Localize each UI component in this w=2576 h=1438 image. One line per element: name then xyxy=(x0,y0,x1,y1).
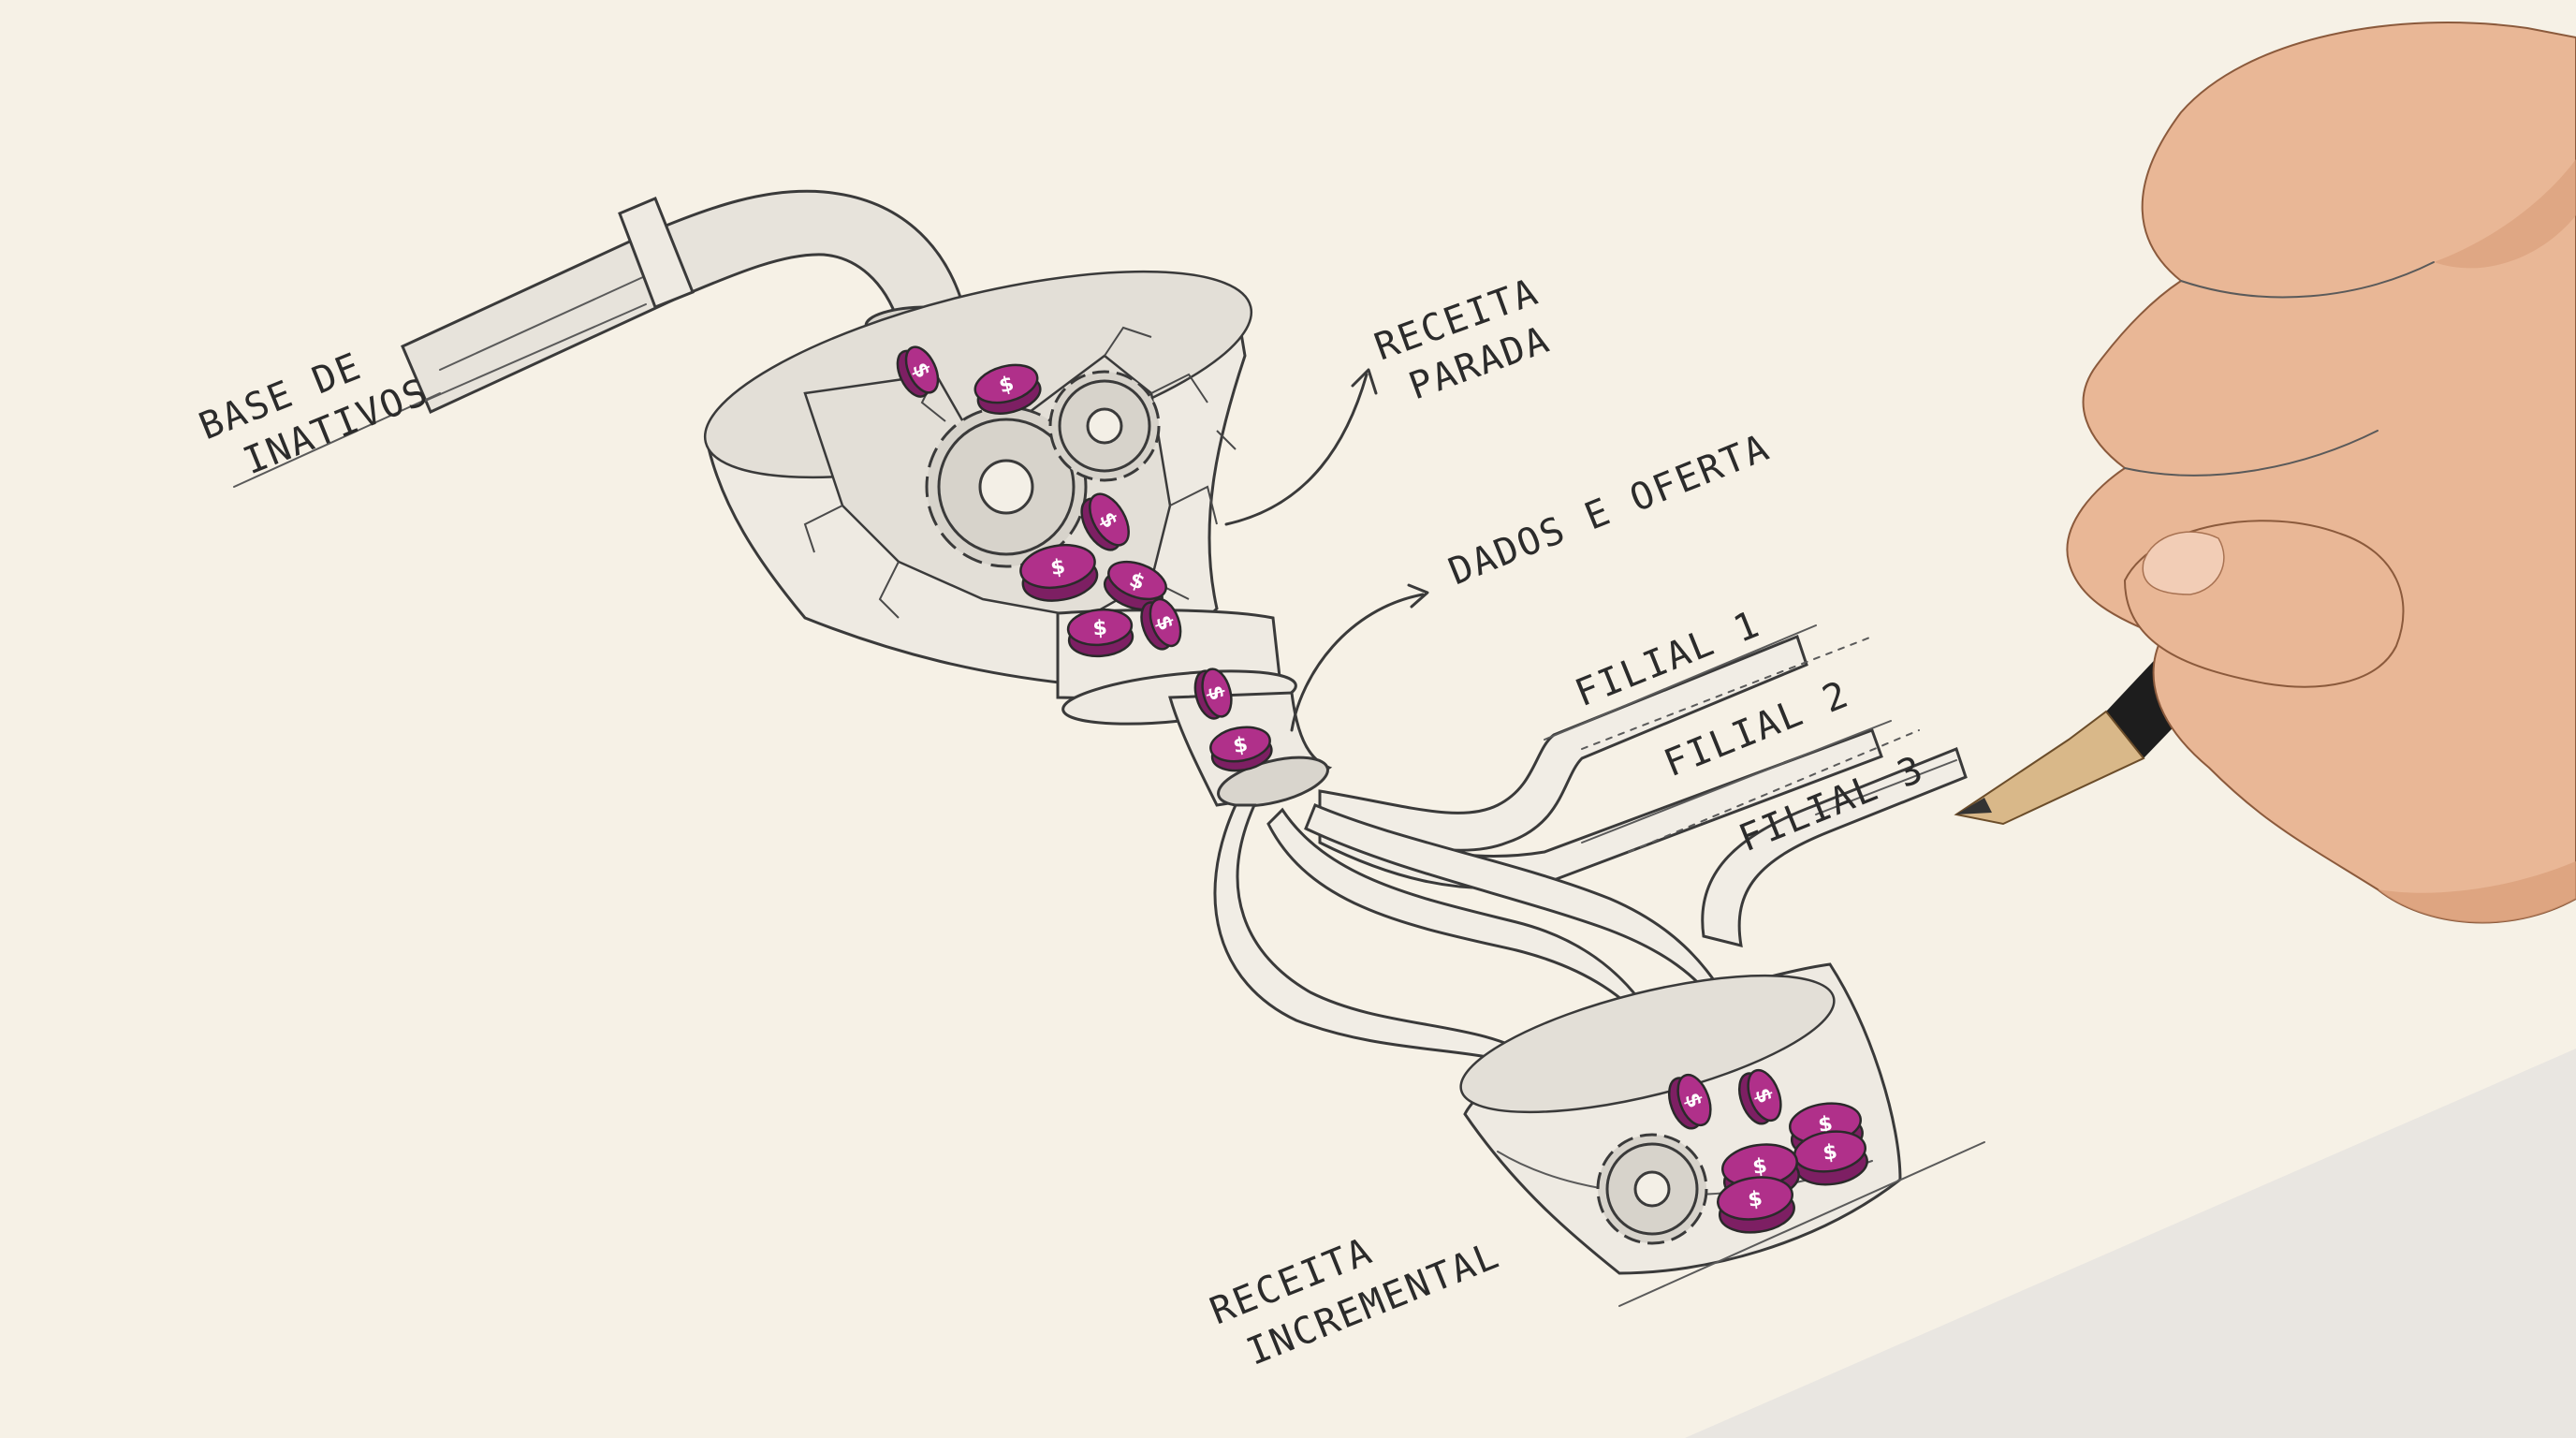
svg-text:$: $ xyxy=(1751,1154,1769,1180)
gear-icon xyxy=(1596,1133,1708,1245)
desk-surface xyxy=(1685,1049,2576,1438)
dollar-coin-icon: $ xyxy=(1193,668,1233,720)
dollar-coin-icon: $ xyxy=(973,363,1042,415)
svg-text:$: $ xyxy=(1091,616,1107,640)
svg-text:$: $ xyxy=(1049,555,1067,580)
dollar-coin-icon: $ xyxy=(1717,1176,1795,1234)
gear-icon xyxy=(1048,370,1161,482)
label-dados-e-oferta: DADOS E OFERTA xyxy=(1443,426,1777,594)
bowl-coins: $$$$$$ xyxy=(1668,1068,1868,1234)
svg-text:$: $ xyxy=(1747,1187,1764,1212)
dollar-coin-icon: $ xyxy=(1793,1130,1868,1186)
funnel-coins: $$$$$$$$$ xyxy=(896,345,1273,772)
label-base-de-inativos: BASE DE INATIVOS xyxy=(194,345,435,483)
dollar-coin-icon: $ xyxy=(1668,1073,1712,1130)
dollar-coin-icon: $ xyxy=(1209,726,1273,772)
dollar-coin-icon: $ xyxy=(1140,597,1182,651)
dollar-coin-icon: $ xyxy=(1080,492,1130,551)
svg-text:$: $ xyxy=(1202,683,1228,703)
dollar-coin-icon: $ xyxy=(896,345,940,398)
gear-icon xyxy=(925,405,1088,568)
dollar-coin-icon: $ xyxy=(1019,543,1099,602)
hand-icon xyxy=(2066,22,2576,924)
label-receita-incremental: RECEITA INCREMENTAL xyxy=(1205,1229,1506,1374)
svg-text:$: $ xyxy=(1822,1140,1839,1166)
svg-text:$: $ xyxy=(1232,733,1250,758)
dollar-coin-icon: $ xyxy=(1066,608,1134,658)
annotation-lines xyxy=(233,368,1985,1307)
dollar-coin-icon: $ xyxy=(1738,1068,1782,1125)
svg-text:$: $ xyxy=(997,372,1017,398)
label-receita-parada: RECEITA PARADA xyxy=(1369,271,1556,409)
